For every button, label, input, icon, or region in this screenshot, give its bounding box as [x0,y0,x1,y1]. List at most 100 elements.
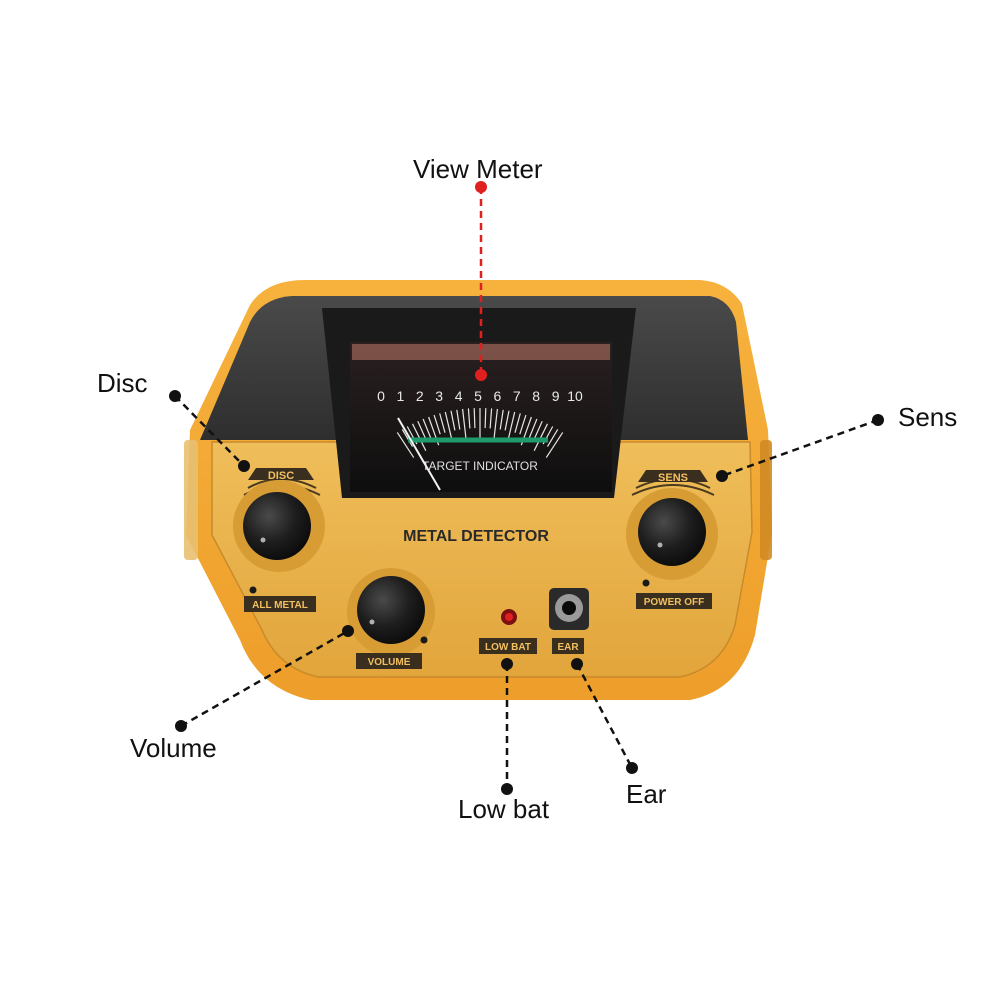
meter-tick [545,432,564,458]
leader-disc [174,395,245,467]
ear-label: EAR [557,642,579,653]
disc-label: DISC [268,470,294,482]
meter-glass-top [352,344,610,360]
meter-scale-number: 8 [532,388,540,404]
meter-scale-number: 6 [494,388,502,404]
leader-low-bat-dot-a [501,658,513,670]
disc-knob[interactable] [243,492,311,560]
meter-tick [514,413,521,433]
meter-scale-number: 1 [397,388,405,404]
sens-label-plate [638,470,708,482]
volume-knob[interactable] [357,576,425,644]
meter-tick [401,429,414,447]
sens-label: SENS [658,472,688,484]
leader-sens-dot-b [716,470,728,482]
brand-label: METAL DETECTOR [403,528,549,545]
meter-tick [528,418,538,438]
leader-volume-dot-b [342,625,354,637]
meter-tick [504,410,510,431]
leader-view-meter-dot-top [475,181,487,193]
meter-tick [433,414,441,435]
disc-knob-indicator [260,537,266,543]
low-bat-led-glow [505,613,513,621]
side-rail-right [760,440,772,560]
meter-scale-number: 3 [435,388,443,404]
meter-scale-number: 9 [552,388,560,404]
callout-disc: Disc [97,368,148,398]
disc-control[interactable]: DISC ALL METAL [233,468,325,612]
leader-ear [575,663,634,769]
meter-tick [444,411,453,442]
meter-scale-number: 4 [455,388,463,404]
leader-disc-dot-a [169,390,181,402]
meter-tick [411,423,427,451]
meter-tick [473,408,476,429]
meter-tick [456,409,461,430]
power-off-dot [642,579,650,587]
meter-tick [484,408,487,429]
meter-tick [439,413,446,433]
callout-ear: Ear [626,779,667,809]
meter-tick [450,410,456,431]
meter-caption: TARGET INDICATOR [422,459,538,473]
meter-tick [507,411,516,442]
leader-volume [180,629,349,728]
low-bat-plate [479,638,537,654]
volume-control[interactable]: VOLUME [347,568,435,669]
meter-needle [397,417,441,491]
volume-dot-right [420,636,428,644]
power-off-label: POWER OFF [644,597,705,608]
leader-disc-dot-b [238,460,250,472]
meter-tick [462,408,467,439]
leader-sens [721,418,879,478]
leader-view-meter-dot-end [475,369,487,381]
power-off-plate [636,593,712,609]
all-metal-plate [244,596,316,612]
callout-sens: Sens [898,402,958,432]
leader-ear-dot-a [571,658,583,670]
meter-scale-number: 5 [474,388,482,404]
meter-tick [546,429,559,447]
meter-tick [422,418,432,438]
leader-sens-dot-a [872,414,884,426]
leader-ear-dot-b [626,762,638,774]
low-bat-label: LOW BAT [485,642,531,653]
meter-tick [396,432,415,458]
meter-tick [489,408,493,429]
meter-tick [533,421,543,440]
volume-label: VOLUME [368,657,411,668]
all-metal-label: ALL METAL [252,600,308,611]
meter-scale-number: 2 [416,388,424,404]
meter-tick [499,409,504,430]
volume-plate [356,653,422,669]
ear-jack[interactable]: EAR [549,588,589,654]
meter-tick [519,414,527,435]
ear-jack-hole[interactable] [562,601,576,615]
sens-control[interactable]: SENS POWER OFF [626,470,718,609]
ear-plate [552,638,584,654]
disc-label-plate [248,468,314,480]
leader-low-bat-dot-b [501,783,513,795]
meter-tick [533,423,549,451]
leader-lines [169,181,884,795]
meter-tick [467,408,471,429]
meter-scale-number: 7 [513,388,521,404]
callout-volume: Volume [130,733,217,763]
all-metal-dot [249,586,257,594]
meter-scale-number: 10 [567,388,583,404]
sens-knob[interactable] [638,498,706,566]
volume-knob-indicator [369,619,375,625]
leader-volume-dot-a [175,720,187,732]
callout-low-bat: Low bat [458,794,550,824]
meter-tick [417,421,427,440]
meter-tick [493,408,498,439]
front-panel [211,441,753,678]
low-bat-indicator: LOW BAT [479,609,537,654]
callout-view-meter: View Meter [413,154,543,184]
side-rail-left [184,440,198,560]
sens-knob-indicator [657,542,663,548]
meter-scale-number: 0 [377,388,385,404]
